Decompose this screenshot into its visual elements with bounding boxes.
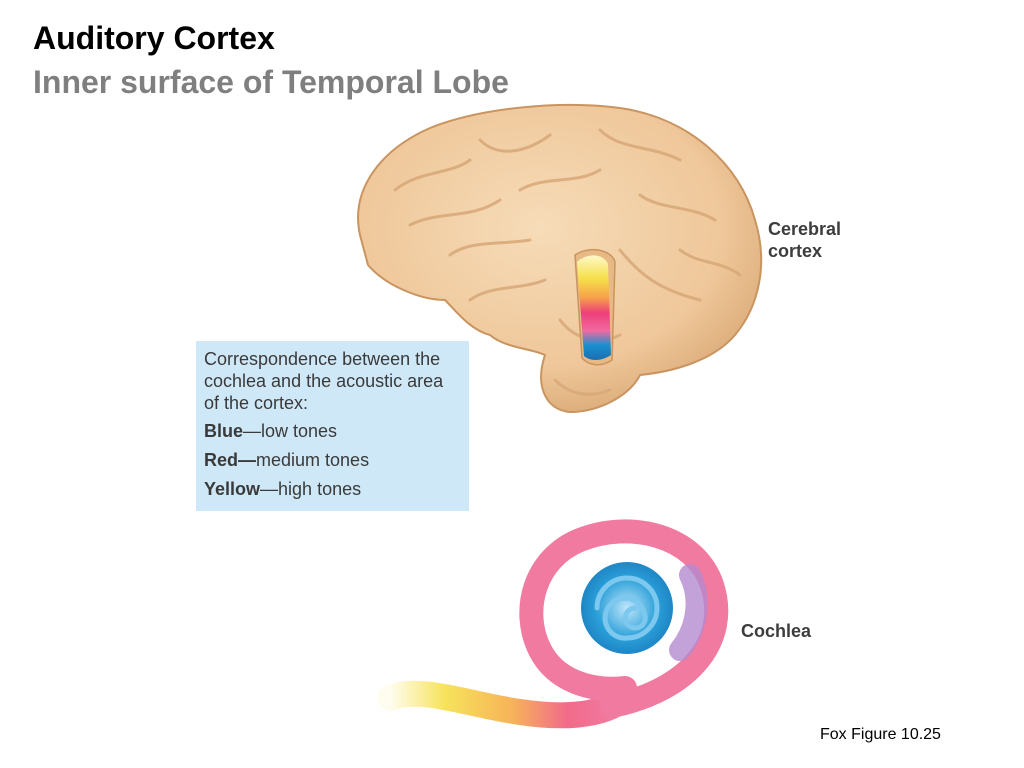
legend-box: Correspondence between the cochlea and t…: [196, 341, 469, 511]
legend-desc: low tones: [261, 421, 338, 441]
legend-dash: —: [243, 421, 262, 441]
legend-row-yellow: Yellow—high tones: [204, 478, 463, 500]
cerebral-cortex-label-line2: cortex: [768, 241, 823, 261]
brain-illustration: [357, 103, 763, 414]
cochlea-illustration: [377, 519, 729, 729]
figure-credit: Fox Figure 10.25: [820, 726, 941, 743]
cerebral-cortex-label-line1: Cerebral: [768, 219, 842, 239]
legend-term: Blue: [204, 421, 244, 441]
legend-row-red: Red—medium tones: [204, 449, 463, 471]
cerebral-cortex-label: Cerebral cortex: [768, 218, 841, 262]
legend-intro: Correspondence between the cochlea and t…: [204, 349, 444, 413]
legend-term: Yellow: [204, 479, 261, 499]
legend-row-blue: Blue—low tones: [204, 420, 463, 442]
legend-dash: —: [260, 479, 279, 499]
legend-desc: high tones: [278, 479, 362, 499]
cochlea-label: Cochlea: [741, 621, 812, 641]
page-subtitle: Inner surface of Temporal Lobe: [33, 64, 509, 100]
legend-term: Red: [204, 450, 239, 470]
page-title: Auditory Cortex: [33, 20, 275, 56]
auditory-cortex-strip: [577, 255, 611, 360]
legend-dash: —: [238, 450, 257, 470]
legend-desc: medium tones: [256, 450, 370, 470]
